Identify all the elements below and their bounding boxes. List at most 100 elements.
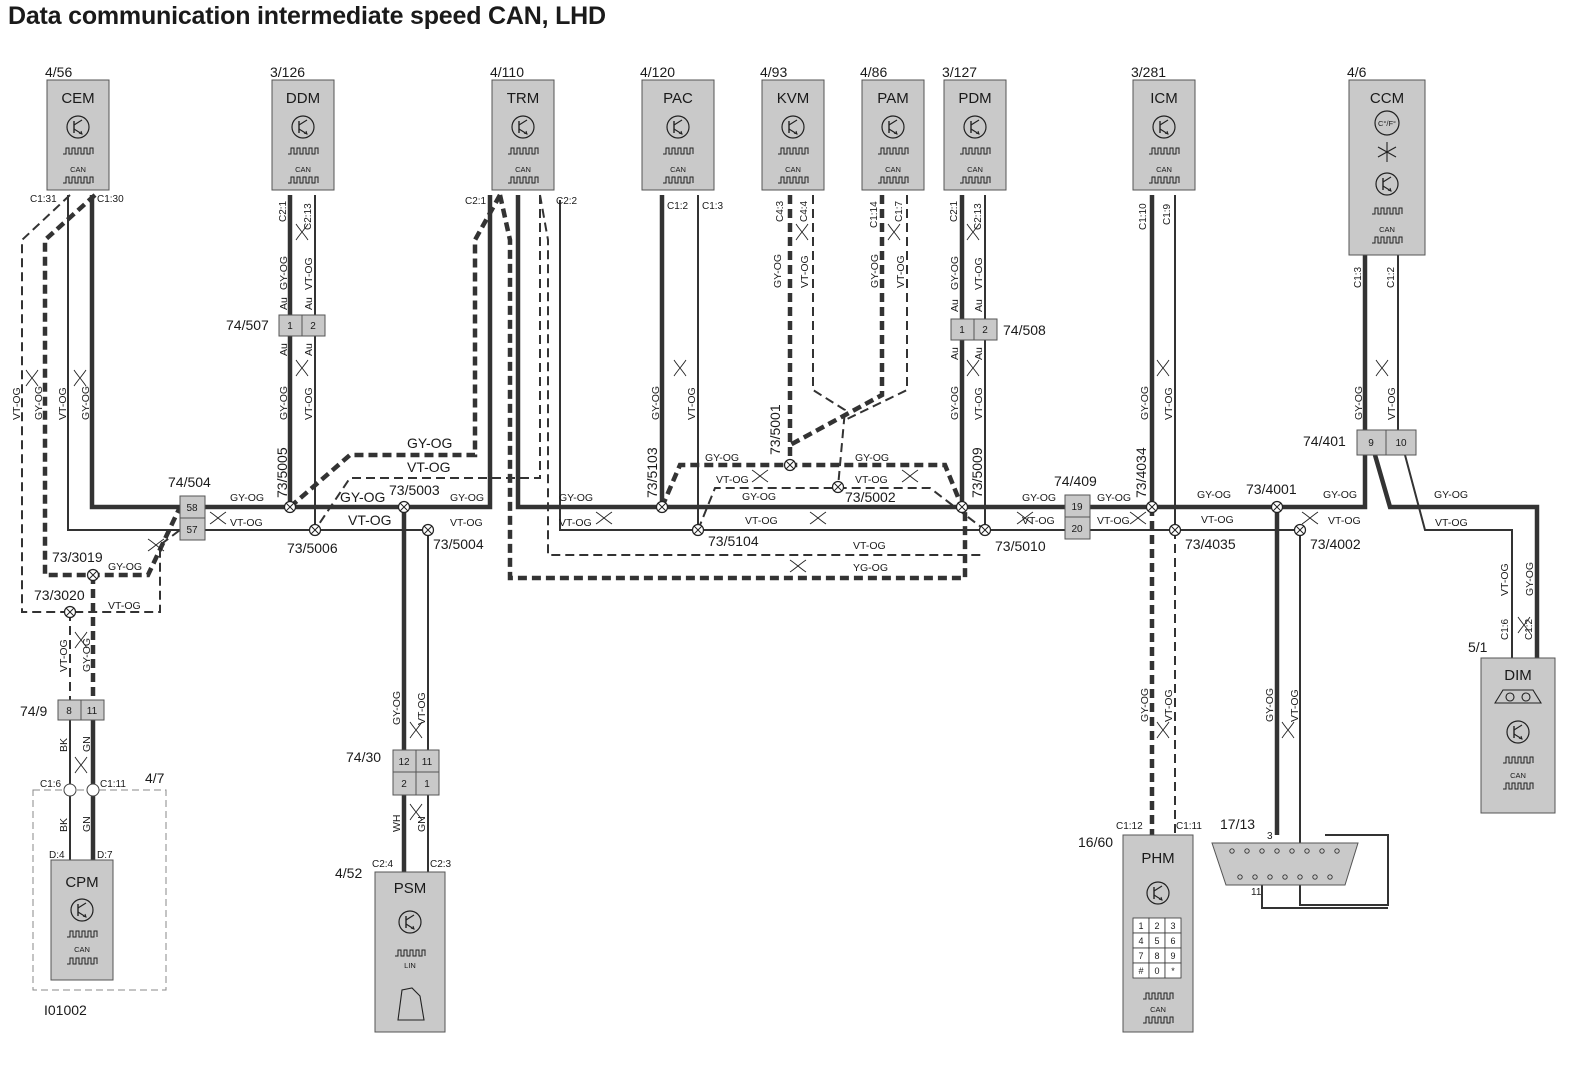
wire-color-label: GY-OG — [81, 638, 93, 672]
wire-color-label: GY-OG — [1434, 489, 1468, 501]
wire-color-label: GY-OG — [407, 435, 452, 451]
keypad-key-label: 2 — [1154, 921, 1159, 931]
wire-color-label: VT-OG — [1289, 689, 1301, 722]
bus-label: CAN — [515, 165, 531, 174]
wire-color-label: GN — [416, 816, 428, 832]
connector-pin: 58 — [186, 503, 198, 514]
module-name: DDM — [286, 90, 320, 107]
module-ref: 4/56 — [45, 64, 72, 80]
wire-color-label: GY-OG — [278, 386, 290, 420]
snowflake-icon — [1377, 142, 1397, 162]
connector-74-409: 74/409 19 20 — [1054, 473, 1097, 540]
connector-74-504: 74/504 58 57 — [168, 474, 211, 541]
module-name: PSM — [394, 880, 427, 897]
connector-74-9: 74/9 8 11 — [20, 699, 105, 721]
keypad-key-label: 6 — [1170, 936, 1175, 946]
module-ref: 4/86 — [860, 64, 887, 80]
bus-label: CAN — [70, 165, 86, 174]
wire-color-label: GY-OG — [650, 386, 662, 420]
wire-color-label: VT-OG — [1163, 689, 1175, 722]
splice-node — [655, 500, 669, 514]
wire-color-label: GY-OG — [33, 386, 45, 420]
connector-pin: 19 — [1071, 502, 1083, 513]
module-ddm: 3/126 DDM CAN C2:1 C2:13 — [270, 64, 335, 230]
splice-node — [691, 523, 705, 537]
wire-color-label: GY-OG — [949, 386, 961, 420]
wire-color-label: GY-OG — [855, 452, 889, 464]
wire-color-label: VT-OG — [559, 517, 592, 529]
pin-label: C1:7 — [894, 200, 905, 222]
node-label: 73/5010 — [995, 538, 1046, 554]
wire-color-label: VT-OG — [1022, 515, 1055, 527]
module-name: PAC — [663, 90, 693, 107]
bus-label: CAN — [295, 165, 311, 174]
keypad-key-label: 0 — [1154, 966, 1159, 976]
splice-node — [397, 500, 411, 514]
wire-color-label: VT-OG — [855, 474, 888, 486]
connector-pin: 1 — [424, 779, 430, 790]
pin-label: C1:10 — [1138, 203, 1149, 230]
wire-color-label: GY-OG — [772, 254, 784, 288]
pin-label: C1:31 — [30, 194, 57, 205]
connector-pin: 1 — [287, 321, 293, 332]
module-trm: 4/110 TRM CAN C2:1 C2:2 — [465, 64, 578, 207]
wire-color-label: VT-OG — [1499, 563, 1511, 596]
bus-label: CAN — [967, 165, 983, 174]
wire-color-label: GY-OG — [230, 492, 264, 504]
wire-color-label: GY-OG — [1524, 562, 1536, 596]
wire-color-label: Au — [278, 343, 290, 356]
splice-node — [1145, 500, 1159, 514]
connector-pin: 20 — [1071, 524, 1083, 535]
module-name: TRM — [507, 90, 540, 107]
bus-label: CAN — [785, 165, 801, 174]
splice-node — [283, 500, 297, 514]
node-label: 73/5103 — [644, 447, 660, 498]
temperature-label: C°/F° — [1378, 119, 1396, 128]
pin-label: D:4 — [49, 850, 65, 861]
pin-label: C1:9 — [1162, 203, 1173, 225]
pin-label: D:7 — [97, 850, 113, 861]
module-ref: 16/60 — [1078, 834, 1113, 850]
module-name: CEM — [61, 90, 94, 107]
module-kvm: 4/93 KVM CAN C4:3 C4:4 — [760, 64, 825, 222]
pin-label: C4:3 — [775, 200, 786, 222]
connector-74-508: 74/508 1 2 — [950, 318, 1046, 341]
wire-color-label: VT-OG — [799, 255, 811, 288]
module-pam: 4/86 PAM CAN C1:14 C1:7 — [860, 64, 925, 228]
bus-label: CAN — [1510, 771, 1526, 780]
splice-node — [63, 605, 77, 619]
pin-label: C1:12 — [1116, 821, 1143, 832]
splice-node — [1270, 500, 1284, 514]
pin-label: C1:2 — [667, 201, 689, 212]
wire-color-label: GY-OG — [278, 256, 290, 290]
wire-color-label: Au — [278, 297, 290, 310]
bus-label: CAN — [74, 945, 90, 954]
instrument-cluster-icon — [1494, 689, 1542, 704]
wire-color-label: WH — [391, 815, 403, 833]
wire-color-label: GY-OG — [1264, 688, 1276, 722]
wire-color-label: VT-OG — [1201, 514, 1234, 526]
splice-node — [308, 523, 322, 537]
wire-color-label: VT-OG — [11, 387, 23, 420]
bus-label: CAN — [885, 165, 901, 174]
module-dim: 5/1 DIM CAN C1:6 C1:2 — [1468, 618, 1556, 814]
pin-label: C2:1 — [465, 196, 487, 207]
wire-color-label: BK — [58, 738, 70, 752]
connector-74-401: 74/401 9 10 — [1303, 429, 1417, 456]
connector-pin: 12 — [398, 757, 410, 768]
wire-color-label: VT-OG — [303, 257, 315, 290]
splice-node — [86, 568, 100, 582]
wire-color-label: Au — [973, 299, 985, 312]
connector-pin: 9 — [1368, 438, 1374, 449]
connector-pin: 3 — [1267, 831, 1273, 842]
pin-label: C1:11 — [100, 779, 126, 790]
connector-pin: 8 — [66, 706, 72, 717]
module-ref: 4/120 — [640, 64, 675, 80]
wire-color-label: VT-OG — [407, 459, 451, 475]
connector-74-507: 74/507 1 2 — [226, 314, 326, 337]
splice-node — [831, 480, 845, 494]
splice-node — [978, 523, 992, 537]
node-label: 73/5006 — [287, 540, 338, 556]
pin-label: C1:30 — [97, 194, 124, 205]
